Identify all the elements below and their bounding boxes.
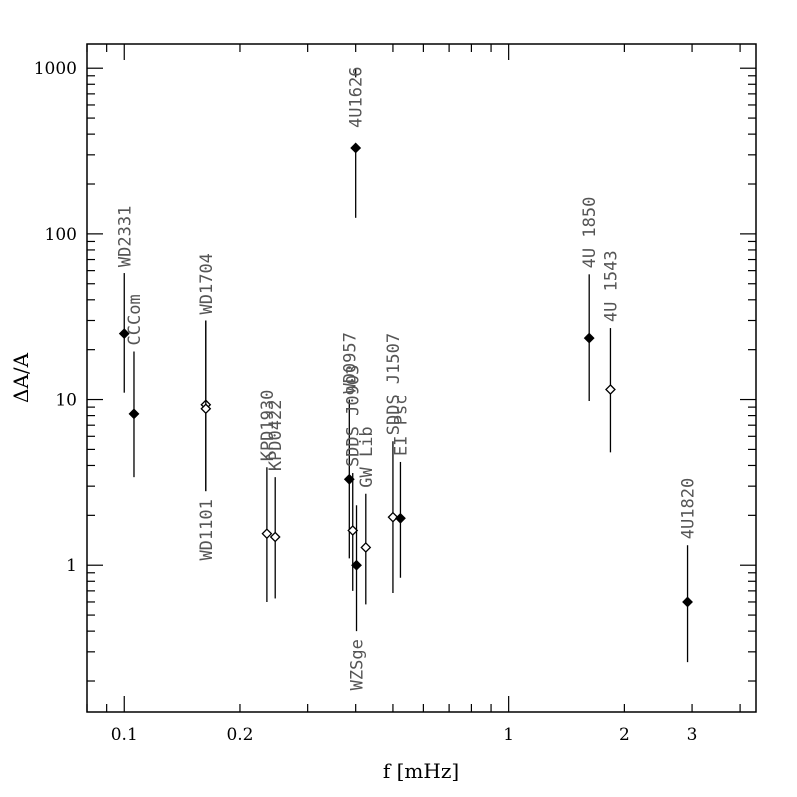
y-axis-label: ΔA/A — [9, 352, 33, 403]
open-diamond-marker — [360, 542, 372, 553]
y-tick-label: 10 — [55, 391, 77, 411]
point-label: SDDS J1507 — [384, 333, 404, 435]
point-label: EI Psc — [391, 395, 411, 456]
open-diamond-marker — [605, 384, 616, 395]
y-tick-label: 1 — [66, 556, 77, 576]
data-series — [118, 68, 693, 663]
point-label: 4U1820 — [679, 478, 699, 539]
point-label: WD1101 — [197, 499, 217, 560]
y-tick-label: 1000 — [34, 59, 77, 79]
filled-diamond-marker — [350, 142, 362, 154]
point-label: 4U1626 — [347, 67, 367, 128]
x-tick-label: 2 — [619, 725, 630, 745]
point-label: KPD1930 — [258, 390, 278, 462]
point-label: CCCom — [125, 294, 145, 345]
open-diamond-marker — [269, 531, 281, 543]
plot-frame — [86, 43, 757, 713]
filled-diamond-marker — [118, 328, 130, 340]
filled-diamond-marker — [583, 332, 595, 344]
x-tick-label: 0.1 — [111, 725, 138, 745]
filled-diamond-marker — [351, 559, 362, 571]
point-label: KPD0422 — [266, 400, 286, 472]
point-label: WZSge — [348, 639, 368, 690]
open-diamond-marker — [347, 525, 359, 536]
point-label: SDDS J0903 — [344, 365, 364, 467]
point-label: WD1704 — [197, 253, 217, 314]
point-label: GW Lib — [357, 426, 377, 487]
axis-ticks — [86, 44, 756, 712]
x-tick-label: 1 — [503, 725, 514, 745]
open-diamond-marker — [387, 511, 399, 523]
open-diamond-marker — [261, 528, 273, 540]
y-tick-label: 100 — [45, 225, 77, 245]
point-label: 4U 1850 — [580, 197, 600, 269]
filled-diamond-marker — [395, 512, 406, 524]
open-diamond-marker — [200, 403, 212, 415]
tick-labels: 0.1 0.2 1 2 3 1 10 100 1000 — [34, 59, 698, 745]
x-tick-label: 3 — [687, 725, 698, 745]
point-label: 4U 1543 — [601, 250, 621, 322]
point-label: WD0957 — [340, 332, 360, 393]
filled-diamond-marker — [128, 408, 140, 420]
x-axis-label: f [mHz] — [383, 759, 459, 783]
point-label: WD2331 — [115, 206, 135, 267]
filled-diamond-marker — [682, 596, 693, 608]
x-tick-label: 0.2 — [226, 725, 253, 745]
